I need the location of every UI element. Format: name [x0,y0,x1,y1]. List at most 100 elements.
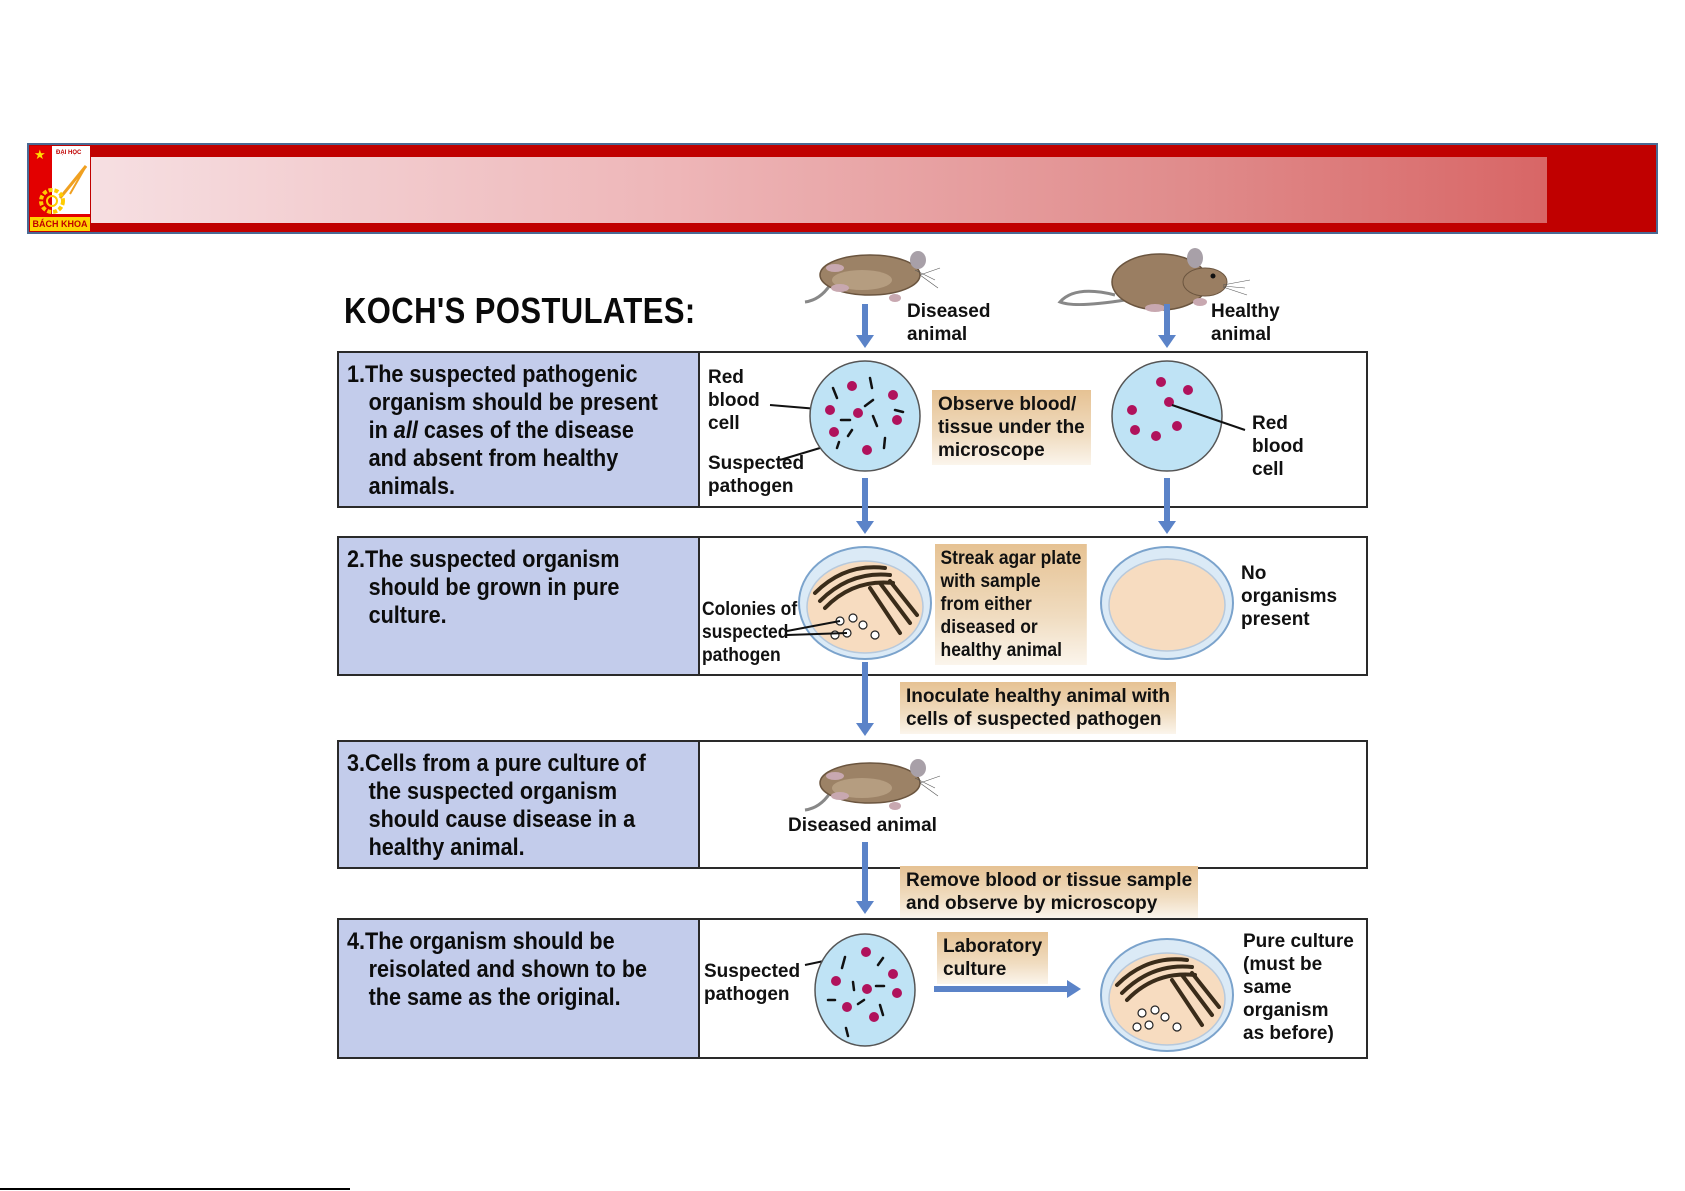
postulate-1-text: 1.The suspected pathogenic organism shou… [347,361,658,501]
label-line: Laboratory [943,936,1043,957]
postulate-number: 1. [347,361,366,388]
label-line: Streak agar plate [940,548,1082,569]
label-line: Inoculate healthy animal with [906,686,1170,707]
label-line: No [1241,563,1267,584]
label-line: pathogen [704,984,790,1005]
label-line: Suspected [704,961,801,982]
label-line: blood [1252,436,1304,457]
label-line: Colonies of [702,599,798,620]
label-line: Pure culture [1243,931,1354,952]
postulate-line: The organism should be [365,928,615,955]
postulate-line: the suspected organism [368,778,618,805]
healthy-animal-label: Healthy animal [1211,300,1280,346]
arrow-step2-to-step3 [856,662,874,736]
postulate-3-row: 3.Cells from a pure culture of the suspe… [337,740,1368,869]
microscope-field-reisolated [804,933,916,1047]
diseased-animal-label: Diseased animal [907,300,990,346]
label-line: Observe blood/ [938,394,1077,415]
logo-top-text: ĐẠI HỌC [56,150,82,156]
postulate-line: The suspected pathogenic [365,361,638,388]
postulate-line: animals. [368,473,456,500]
header-gradient-band [91,157,1547,223]
logo-white-panel [52,146,90,214]
label-line: animal [907,324,968,345]
arrow-healthy-to-step1 [1158,304,1176,348]
postulate-line: should be grown in pure [368,574,620,601]
postulate-line: in all cases of the disease [368,417,634,444]
postulate-line: organism should be present [368,389,658,416]
label-line: cell [708,413,740,434]
diseased-animal-result-label: Diseased animal [788,815,937,836]
suspected-pathogen-label-4: Suspected pathogen [704,960,800,1006]
petri-dish-colonies [786,546,932,660]
emphasis-word: all [393,417,418,444]
postulate-line: reisolated and shown to be [368,956,648,983]
label-line: as before) [1243,1023,1334,1044]
label-line: healthy animal [940,640,1062,661]
arrow-step1-to-step2-left [856,478,874,534]
label-line: cells of suspected pathogen [906,709,1162,730]
postulate-4-text: 4.The organism should be reisolated and … [347,928,647,1012]
suspected-pathogen-label-1: Suspected pathogen [708,452,804,498]
label-line: Diseased [907,301,991,322]
postulate-line: should cause disease in a [368,806,636,833]
logo-bottom-text: BÁCH KHOA [30,217,90,231]
pure-culture-label: Pure culture (must be same organism as b… [1243,930,1354,1045]
label-line: with sample [940,571,1041,592]
label-line: Red [1252,413,1288,434]
step-streak-label: Streak agar plate with sample from eithe… [935,544,1087,665]
header-bar: ★ ĐẠI HỌC BÁCH KHOA [27,143,1658,234]
diseased-mouse-illustration [804,251,941,304]
label-line: pathogen [702,645,781,666]
step-observe-label: Observe blood/ tissue under the microsco… [932,390,1091,465]
postulate-2-panel: 2.The suspected organism should be grown… [339,538,700,674]
arrow-diseased-to-step1 [856,304,874,348]
postulate-number: 2. [347,546,366,573]
postulate-line: healthy animal. [368,834,525,861]
arrow-step3-to-step4 [856,842,874,914]
no-organisms-label: No organisms present [1241,562,1337,631]
label-line: blood [708,390,760,411]
label-line: Red [708,367,744,388]
label-line: cell [1252,459,1284,480]
red-blood-cell-label-right: Red blood cell [1252,412,1304,481]
label-line: suspected [702,622,789,643]
microscope-field-healthy [1111,360,1246,472]
postulate-line: culture. [368,602,447,629]
postulate-3-panel: 3.Cells from a pure culture of the suspe… [339,742,700,867]
postulate-1-panel: 1.The suspected pathogenic organism shou… [339,353,700,506]
label-line: from either [940,594,1032,615]
postulate-number: 3. [347,750,366,777]
label-line: (must be [1243,954,1323,975]
colonies-label: Colonies of suspected pathogen [702,598,797,667]
compass-gear-icon [39,165,88,214]
red-blood-cell-label-left: Red blood cell [708,366,760,435]
healthy-mouse-illustration [1057,248,1251,312]
postulate-line: The suspected organism [365,546,620,573]
postulate-2-text: 2.The suspected organism should be grown… [347,546,619,630]
label-line: present [1241,609,1310,630]
step-inoculate-label: Inoculate healthy animal with cells of s… [900,682,1176,734]
postulate-3-text: 3.Cells from a pure culture of the suspe… [347,750,646,862]
microscope-field-diseased [769,360,921,472]
label-line: microscope [938,440,1045,461]
petri-dish-empty [1100,546,1234,660]
label-line: and observe by microscopy [906,893,1158,914]
arrow-lab-culture [934,980,1081,998]
postulate-4-panel: 4.The organism should be reisolated and … [339,920,700,1057]
label-line: pathogen [708,476,794,497]
label-line: culture [943,959,1007,980]
label-line: same [1243,977,1292,998]
star-icon: ★ [34,147,46,162]
step-remove-blood-label: Remove blood or tissue sample and observ… [900,866,1199,918]
petri-dish-pure-culture [1100,938,1234,1052]
step-laboratory-culture-label: Laboratory culture [937,932,1049,984]
postulate-line: and absent from healthy [368,445,619,472]
university-logo: ★ ĐẠI HỌC BÁCH KHOA [30,146,90,231]
label-line: organism [1243,1000,1329,1021]
arrow-step1-to-step2-right [1158,478,1176,534]
label-line: Healthy [1211,301,1280,322]
diagram-title: KOCH'S POSTULATES: [344,290,696,331]
label-line: organisms [1241,586,1338,607]
label-line: Suspected [708,453,805,474]
